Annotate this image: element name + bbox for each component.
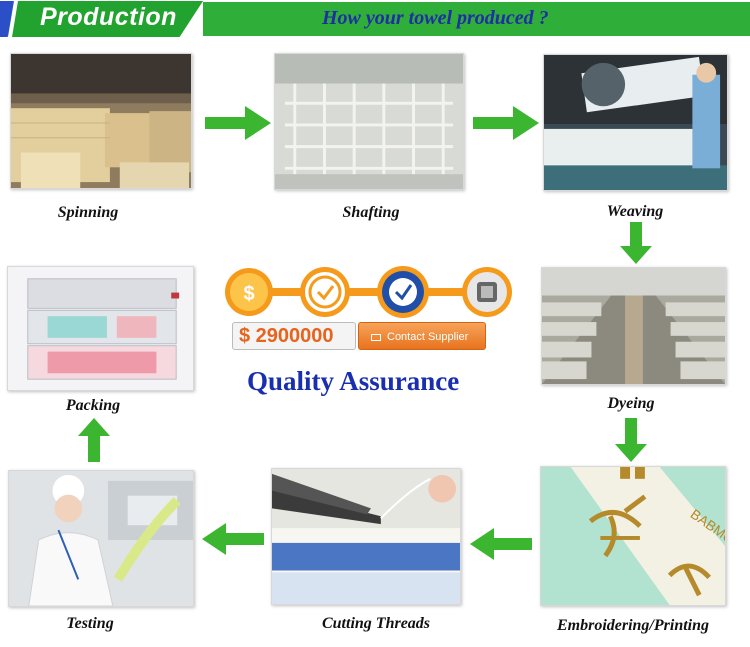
contact-supplier-label: Contact Supplier bbox=[387, 331, 469, 343]
sgs-badge-icon bbox=[300, 267, 350, 317]
weaving-photo bbox=[543, 54, 728, 191]
arrow-left-icon bbox=[202, 523, 264, 555]
testing-photo bbox=[8, 470, 194, 607]
dyeing-photo bbox=[541, 267, 726, 385]
spinning-photo bbox=[10, 53, 192, 189]
bureau-veritas-badge-icon bbox=[462, 267, 512, 317]
certified-badge-icon bbox=[377, 266, 429, 318]
page-subtitle: How your towel produced ? bbox=[322, 7, 549, 29]
header-banner: Production How your towel produced ? bbox=[0, 0, 750, 38]
shafting-photo bbox=[274, 53, 464, 190]
arrow-down-icon bbox=[620, 222, 652, 264]
dollar-badge-icon: $ bbox=[225, 268, 273, 316]
caption-cutting-threads: Cutting Threads bbox=[321, 615, 431, 632]
cutting-threads-photo bbox=[271, 468, 461, 605]
arrow-left-icon bbox=[470, 528, 532, 560]
caption-embroidering-printing: Embroidering/Printing bbox=[556, 617, 710, 634]
caption-weaving: Weaving bbox=[606, 203, 664, 220]
page-title: Production bbox=[40, 3, 177, 31]
header-decoration-stripe bbox=[8, 1, 18, 37]
arrow-down-icon bbox=[615, 418, 647, 462]
svg-text:$: $ bbox=[243, 283, 254, 305]
arrow-up-icon bbox=[78, 418, 110, 462]
certification-badges: $ bbox=[219, 258, 519, 358]
caption-dyeing: Dyeing bbox=[607, 395, 655, 412]
quality-assurance-title: Quality Assurance bbox=[247, 366, 460, 396]
price-display: $ 2900000 bbox=[232, 322, 356, 350]
caption-shafting: Shafting bbox=[342, 204, 400, 221]
header-title-panel bbox=[8, 1, 203, 37]
packing-photo bbox=[7, 266, 194, 391]
arrow-right-icon bbox=[205, 106, 271, 140]
arrow-right-icon bbox=[473, 106, 539, 140]
caption-packing: Packing bbox=[65, 397, 121, 414]
caption-spinning: Spinning bbox=[57, 204, 119, 221]
envelope-icon bbox=[371, 333, 381, 341]
embroidering-photo: BABMO bbox=[540, 466, 726, 606]
caption-testing: Testing bbox=[66, 615, 114, 632]
contact-supplier-button[interactable]: Contact Supplier bbox=[358, 322, 486, 350]
